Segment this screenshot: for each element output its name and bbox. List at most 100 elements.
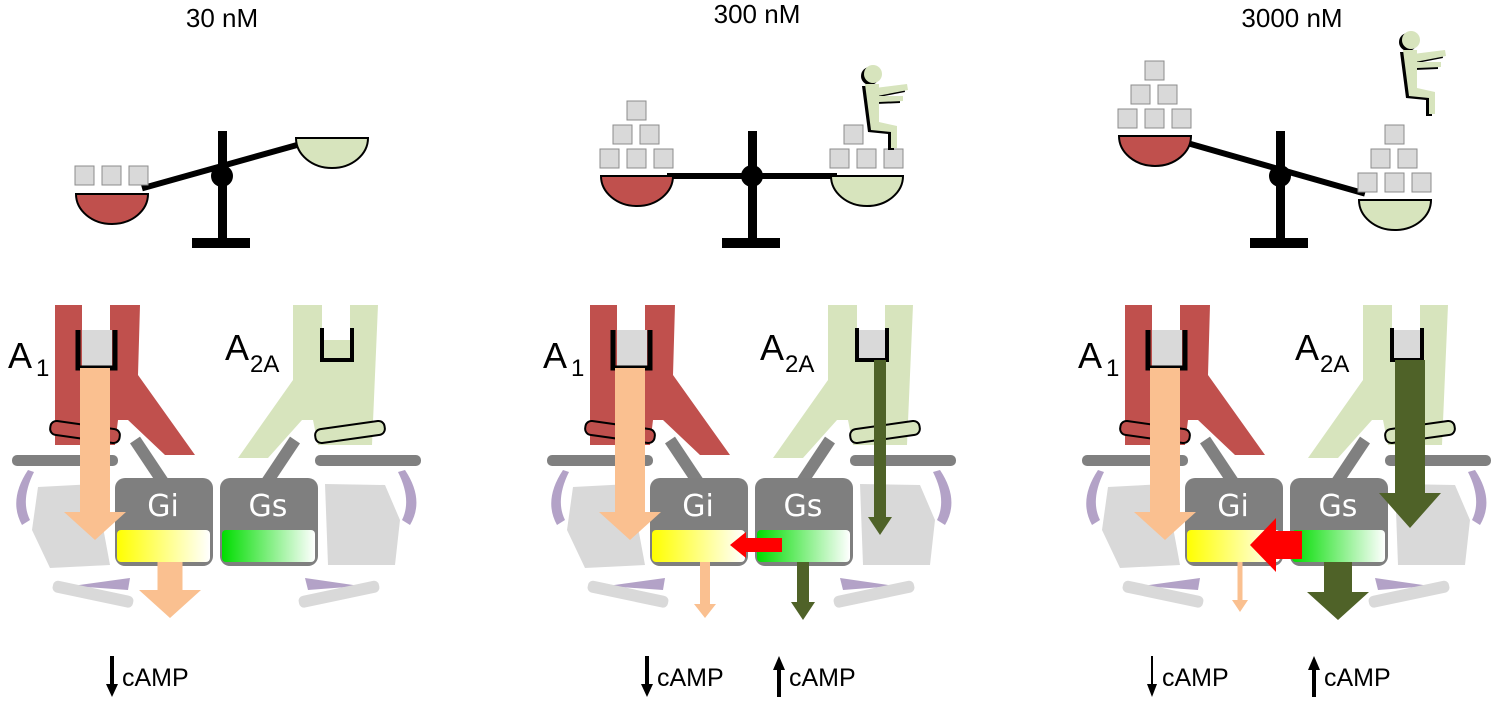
up-arrow-icon <box>1308 656 1320 670</box>
camp-label: cAMP <box>789 664 856 692</box>
camp-readout: cAMP <box>1308 656 1391 697</box>
camp-label: cAMP <box>657 664 724 692</box>
weight-block <box>1397 148 1418 169</box>
weight-block <box>599 148 620 169</box>
helix-gray <box>833 580 915 608</box>
up-arrow-icon <box>773 656 785 670</box>
weight-block <box>1130 84 1151 105</box>
a1-subscript: 1 <box>36 355 49 382</box>
a1-signal-arrow <box>1134 368 1196 540</box>
helix-purple <box>1086 470 1104 525</box>
weight-block <box>856 148 877 169</box>
gi-effector <box>117 530 210 562</box>
weight-block <box>1384 172 1405 193</box>
balance-base <box>192 238 250 248</box>
a2a-helix-cylinder <box>314 419 386 445</box>
weight-block <box>1370 148 1391 169</box>
a1-label: A <box>1078 335 1102 376</box>
weight-block <box>1144 108 1165 129</box>
person-arm <box>875 84 908 96</box>
weight-block <box>1411 172 1432 193</box>
gs-label: Gs <box>1319 489 1358 524</box>
a2a-binding-pocket <box>855 328 889 362</box>
a1-subscript: 1 <box>571 355 584 382</box>
gi-linker <box>1200 436 1240 489</box>
a1-ligand <box>82 330 112 368</box>
concentration-label: 300 nM <box>714 0 801 29</box>
weight-block <box>829 148 850 169</box>
camp-readout: cAMP <box>773 656 856 697</box>
weight-block <box>74 165 95 186</box>
down-arrow-icon <box>1147 684 1157 697</box>
weight-block <box>1144 60 1165 81</box>
down-arrow-icon <box>106 684 118 697</box>
gs-effector <box>222 530 315 562</box>
gs-output-arrow <box>791 562 815 620</box>
weight-block <box>101 165 122 186</box>
helix-purple <box>398 470 417 525</box>
balance-base <box>1250 238 1308 248</box>
gs-linker <box>795 436 835 489</box>
a2a-pan <box>829 175 905 207</box>
camp-readout: cAMP <box>641 656 724 697</box>
gs-output-arrow <box>1307 562 1369 620</box>
seated-person-icon <box>1399 31 1446 116</box>
camp-label: cAMP <box>122 664 189 692</box>
person-body <box>1403 50 1435 114</box>
helix-gray <box>1122 580 1204 608</box>
helix-purple <box>933 470 952 525</box>
a2a-binding-pocket <box>320 328 354 362</box>
gi-output-arrow <box>1232 562 1248 612</box>
seated-person-icon <box>861 65 908 150</box>
camp-label: cAMP <box>1324 664 1391 692</box>
a2a-ligand <box>1393 330 1421 358</box>
a2a-pan <box>1357 199 1433 231</box>
helix-gray <box>52 580 134 608</box>
gs-linker <box>260 436 300 489</box>
a1-pan <box>1117 135 1193 167</box>
a2a-pan <box>294 137 370 169</box>
gi-effector <box>652 530 745 562</box>
a1-pan <box>599 175 675 207</box>
gs-effector <box>1292 530 1385 562</box>
a1-signal-arrow <box>599 368 661 540</box>
gs-label: Gs <box>784 489 823 524</box>
balance-base <box>722 238 780 248</box>
domain-right <box>860 484 935 565</box>
helix-gray <box>1368 580 1450 608</box>
down-arrow-icon <box>641 684 653 697</box>
gi-label: Gi <box>682 489 714 524</box>
a1-pan <box>74 193 150 225</box>
weight-block <box>1357 172 1378 193</box>
a2a-subscript: 2A <box>1320 351 1349 378</box>
gi-label: Gi <box>147 489 179 524</box>
a2a-ligand <box>858 330 886 358</box>
inhibition-arrow <box>730 532 782 558</box>
weight-block <box>1117 108 1138 129</box>
gi-output-arrow <box>139 562 201 618</box>
person-body <box>865 84 897 148</box>
camp-label: cAMP <box>1162 664 1229 692</box>
gs-linker <box>1330 436 1370 489</box>
a2a-subscript: 2A <box>785 351 814 378</box>
a1-signal-arrow <box>64 368 126 540</box>
a2a-label: A <box>225 327 249 368</box>
helix-gray <box>587 580 669 608</box>
concentration-label: 3000 nM <box>1241 3 1342 33</box>
camp-readout: cAMP <box>106 656 189 697</box>
gs-label: Gs <box>249 489 288 524</box>
weight-block <box>653 148 674 169</box>
person-head <box>1402 31 1420 49</box>
camp-readout: cAMP <box>1147 656 1229 697</box>
weight-block <box>1171 108 1192 129</box>
membrane-right <box>315 455 421 466</box>
a2a-label: A <box>760 327 784 368</box>
a2a-signal-arrow <box>868 360 892 535</box>
weight-block <box>639 124 660 145</box>
weight-block <box>883 148 904 169</box>
weight-block <box>626 148 647 169</box>
